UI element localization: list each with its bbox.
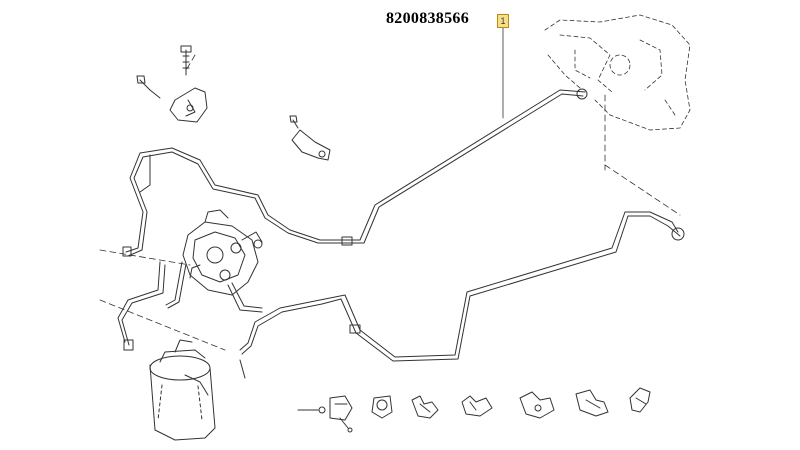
fuel-filter xyxy=(149,339,216,441)
lower-fuel-pipe xyxy=(239,211,685,379)
clip-2 xyxy=(371,395,393,419)
clip-1 xyxy=(297,395,353,433)
pipe-clip-top xyxy=(289,115,331,161)
clip-3 xyxy=(411,395,439,419)
injection-pump-assembly xyxy=(182,209,263,296)
mounting-bracket xyxy=(136,45,208,123)
clip-7 xyxy=(629,387,651,413)
clip-6 xyxy=(575,389,609,417)
clip-hardware-row xyxy=(297,387,651,433)
part-number-label: 8200838566 xyxy=(386,10,469,27)
clip-4 xyxy=(461,395,493,417)
return-pipe xyxy=(117,261,263,351)
callout-marker[interactable]: 1 xyxy=(497,14,509,28)
clip-5 xyxy=(519,391,555,419)
engine-outline xyxy=(544,14,691,131)
reference-lines xyxy=(99,54,681,351)
upper-fuel-pipe xyxy=(122,88,588,257)
